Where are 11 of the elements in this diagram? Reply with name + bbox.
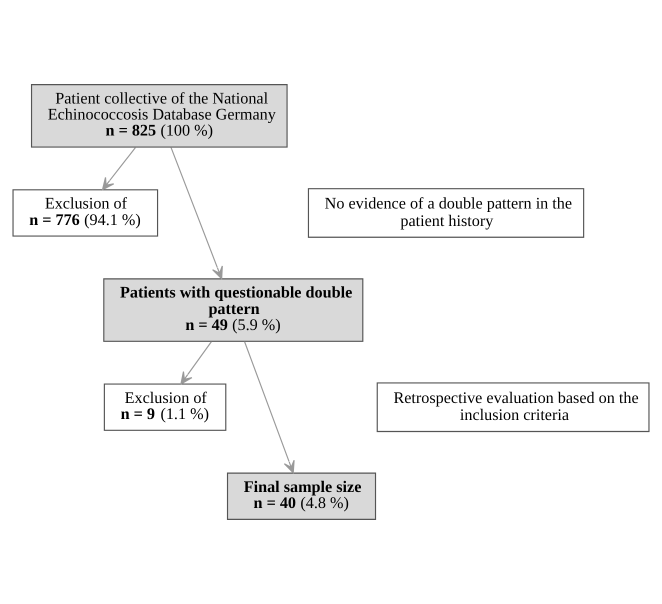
arrow xyxy=(244,341,295,474)
node-box: Final sample size n = 40 (4.8 %) xyxy=(226,472,376,520)
node-box: Exclusion of n = 9 (1.1 %) xyxy=(104,384,226,431)
node-box: No evidence of a double pattern in the patient history xyxy=(308,188,584,238)
arrow xyxy=(170,147,223,280)
arrow xyxy=(102,147,136,190)
node-box: Exclusion of n = 776 (94.1 %) xyxy=(12,189,158,237)
node-box: Patient collective of the National Echinococcosis Database Germany n = 825 (100 %) xyxy=(30,84,288,148)
node-box: Patients with questionable double pattern n = 49 (5.9 %) xyxy=(103,278,364,342)
node-box: Retrospective evaluation based on the inclusion criteria xyxy=(376,382,650,432)
arrow xyxy=(180,341,212,385)
